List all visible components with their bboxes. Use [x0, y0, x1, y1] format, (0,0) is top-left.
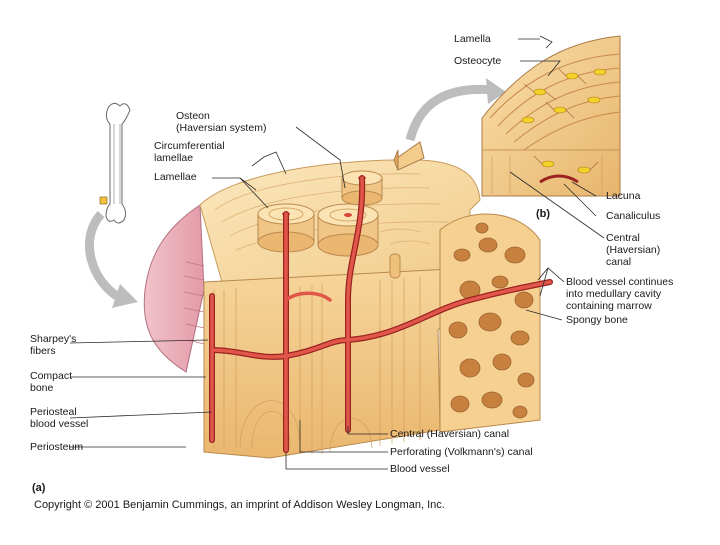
label-periosteum: Periosteum — [30, 441, 84, 453]
label-canaliculus: Canaliculus — [606, 210, 661, 222]
panel-a-tag: (a) — [32, 482, 46, 494]
label-central-canal-b: Central (Haversian) canal — [606, 232, 661, 268]
label-blood-vessel-marrow: Blood vessel continues into medullary ca… — [566, 276, 674, 312]
copyright-notice: Copyright © 2001 Benjamin Cummings, an i… — [34, 499, 445, 511]
osteon-cylinder-2 — [317, 203, 379, 257]
long-bone-icon — [99, 102, 131, 224]
osteocyte-cells — [521, 68, 607, 174]
label-perforating-canal: Perforating (Volkmann's) canal — [390, 446, 533, 458]
label-central-canal-a: Central (Haversian) canal — [390, 428, 510, 440]
panel-b-tag: (b) — [536, 208, 551, 220]
label-lamellae: Lamellae — [154, 171, 197, 183]
blood-vessels — [209, 175, 553, 453]
label-periosteal-blood-vessel: Periosteal blood vessel — [30, 406, 89, 430]
magnify-arrow-b — [405, 78, 506, 142]
label-lacuna: Lacuna — [606, 190, 641, 202]
spongy-bone — [439, 213, 541, 433]
panel-b-osteon-detail — [481, 35, 621, 197]
label-sharpeys-fibers: Sharpey's fibers — [30, 333, 77, 357]
central-canal-vessel — [539, 174, 579, 184]
periosteum-layer — [143, 204, 205, 373]
label-circumferential-lamellae: Circumferential lamellae — [154, 140, 225, 164]
label-osteon: Osteon (Haversian system) — [176, 110, 267, 134]
magnify-arrow-a — [84, 211, 138, 308]
label-spongy-bone: Spongy bone — [566, 314, 628, 326]
leader-lines — [69, 35, 605, 470]
label-osteocyte: Osteocyte — [454, 55, 502, 67]
label-compact-bone: Compact bone — [30, 370, 73, 394]
label-blood-vessel: Blood vessel — [390, 463, 450, 475]
small-vessel-stub — [389, 253, 401, 279]
label-lamella: Lamella — [454, 33, 491, 45]
magnified-region-marker — [99, 196, 108, 205]
canaliculi-lines — [523, 67, 599, 171]
cutout-wedge — [393, 141, 425, 171]
